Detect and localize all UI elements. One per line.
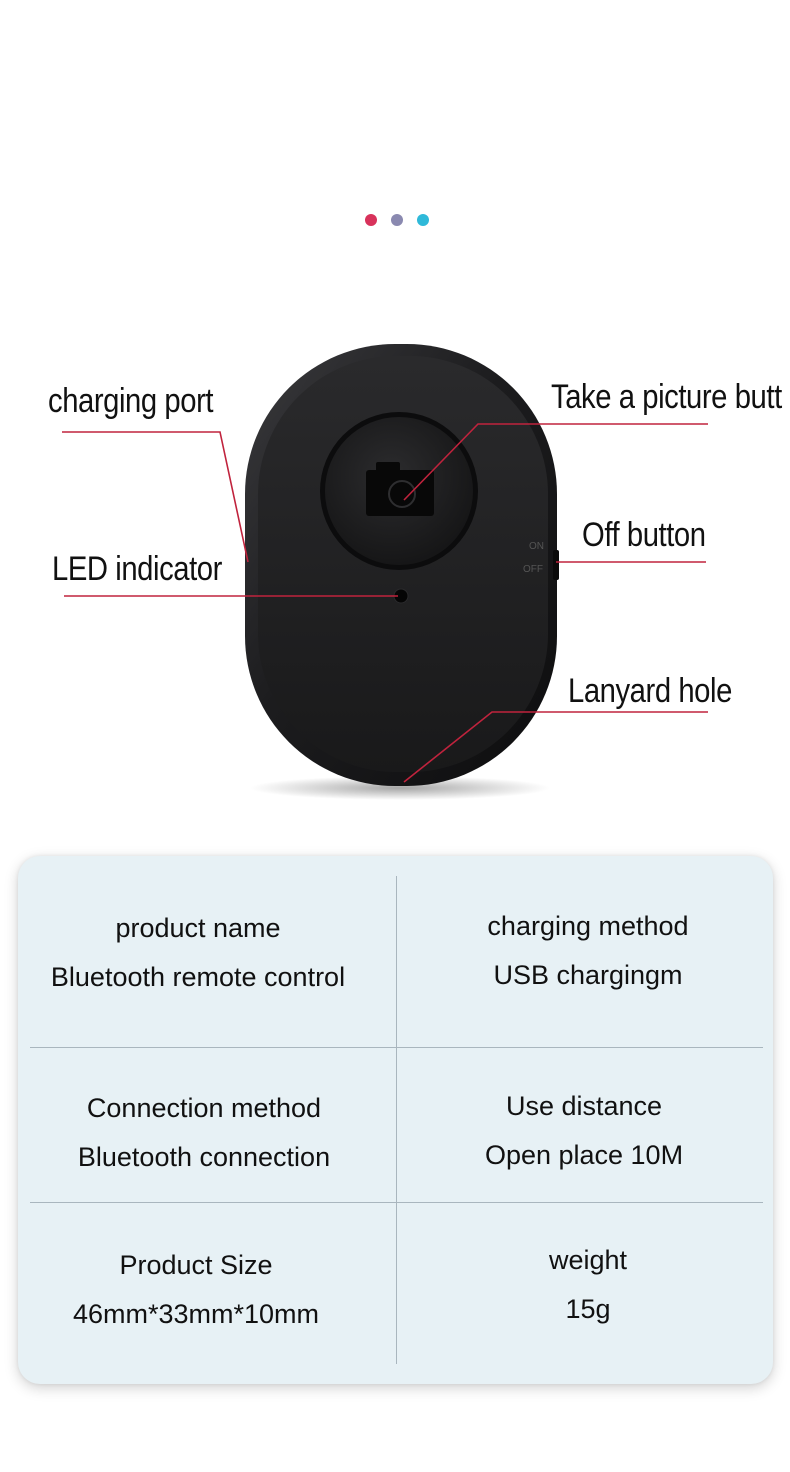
callout-line-lanyard bbox=[403, 711, 708, 783]
spec-value: USB chargingm bbox=[493, 960, 683, 990]
callout-lines bbox=[62, 423, 708, 783]
spec-cell-charging-method: charging method USB chargingm bbox=[408, 902, 768, 1000]
spec-label: charging method bbox=[487, 911, 689, 941]
column-divider bbox=[396, 876, 397, 1364]
callout-lanyard-hole: Lanyard hole bbox=[568, 672, 732, 710]
spec-label: product name bbox=[115, 913, 281, 943]
switch-on-label: ON bbox=[529, 541, 544, 552]
pagination-dot-2[interactable] bbox=[391, 214, 403, 226]
remote-device-illustration: ON OFF bbox=[62, 344, 708, 800]
spec-value: Bluetooth remote control bbox=[50, 962, 346, 992]
spec-cell-connection-method: Connection method Bluetooth connection bbox=[24, 1084, 384, 1182]
callout-charging-port: charging port bbox=[48, 382, 214, 420]
callout-take-picture: Take a picture butt bbox=[551, 378, 782, 416]
switch-off-label: OFF bbox=[523, 564, 543, 575]
spec-label: Connection method bbox=[86, 1093, 322, 1123]
spec-cell-product-size: Product Size 46mm*33mm*10mm bbox=[16, 1241, 376, 1339]
spec-value: Bluetooth connection bbox=[77, 1142, 331, 1172]
spec-cell-use-distance: Use distance Open place 10M bbox=[404, 1082, 764, 1180]
product-figure: ON OFF charging port LED indicator Take … bbox=[0, 300, 790, 820]
callout-line-charging-port bbox=[62, 431, 249, 563]
spec-label: Product Size bbox=[119, 1250, 273, 1280]
row-divider-1 bbox=[30, 1047, 763, 1048]
callout-line-take-picture bbox=[403, 423, 708, 501]
callout-led-indicator: LED indicator bbox=[52, 550, 222, 588]
spec-value: Open place 10M bbox=[484, 1140, 684, 1170]
row-divider-2 bbox=[30, 1202, 763, 1203]
spec-label: Use distance bbox=[505, 1091, 663, 1121]
spec-label: weight bbox=[548, 1245, 628, 1275]
pagination-dot-1[interactable] bbox=[365, 214, 377, 226]
camera-icon bbox=[366, 462, 434, 516]
spec-value: 46mm*33mm*10mm bbox=[72, 1299, 320, 1329]
carousel-pagination bbox=[365, 214, 435, 228]
power-switch[interactable] bbox=[553, 550, 559, 580]
pagination-dot-3[interactable] bbox=[417, 214, 429, 226]
spec-cell-product-name: product name Bluetooth remote control bbox=[18, 904, 378, 1002]
device-shadow bbox=[250, 776, 550, 800]
callout-off-button: Off button bbox=[582, 516, 706, 554]
spec-value: 15g bbox=[565, 1294, 611, 1324]
spec-table: product name Bluetooth remote control ch… bbox=[18, 856, 773, 1384]
spec-cell-weight: weight 15g bbox=[408, 1236, 768, 1334]
